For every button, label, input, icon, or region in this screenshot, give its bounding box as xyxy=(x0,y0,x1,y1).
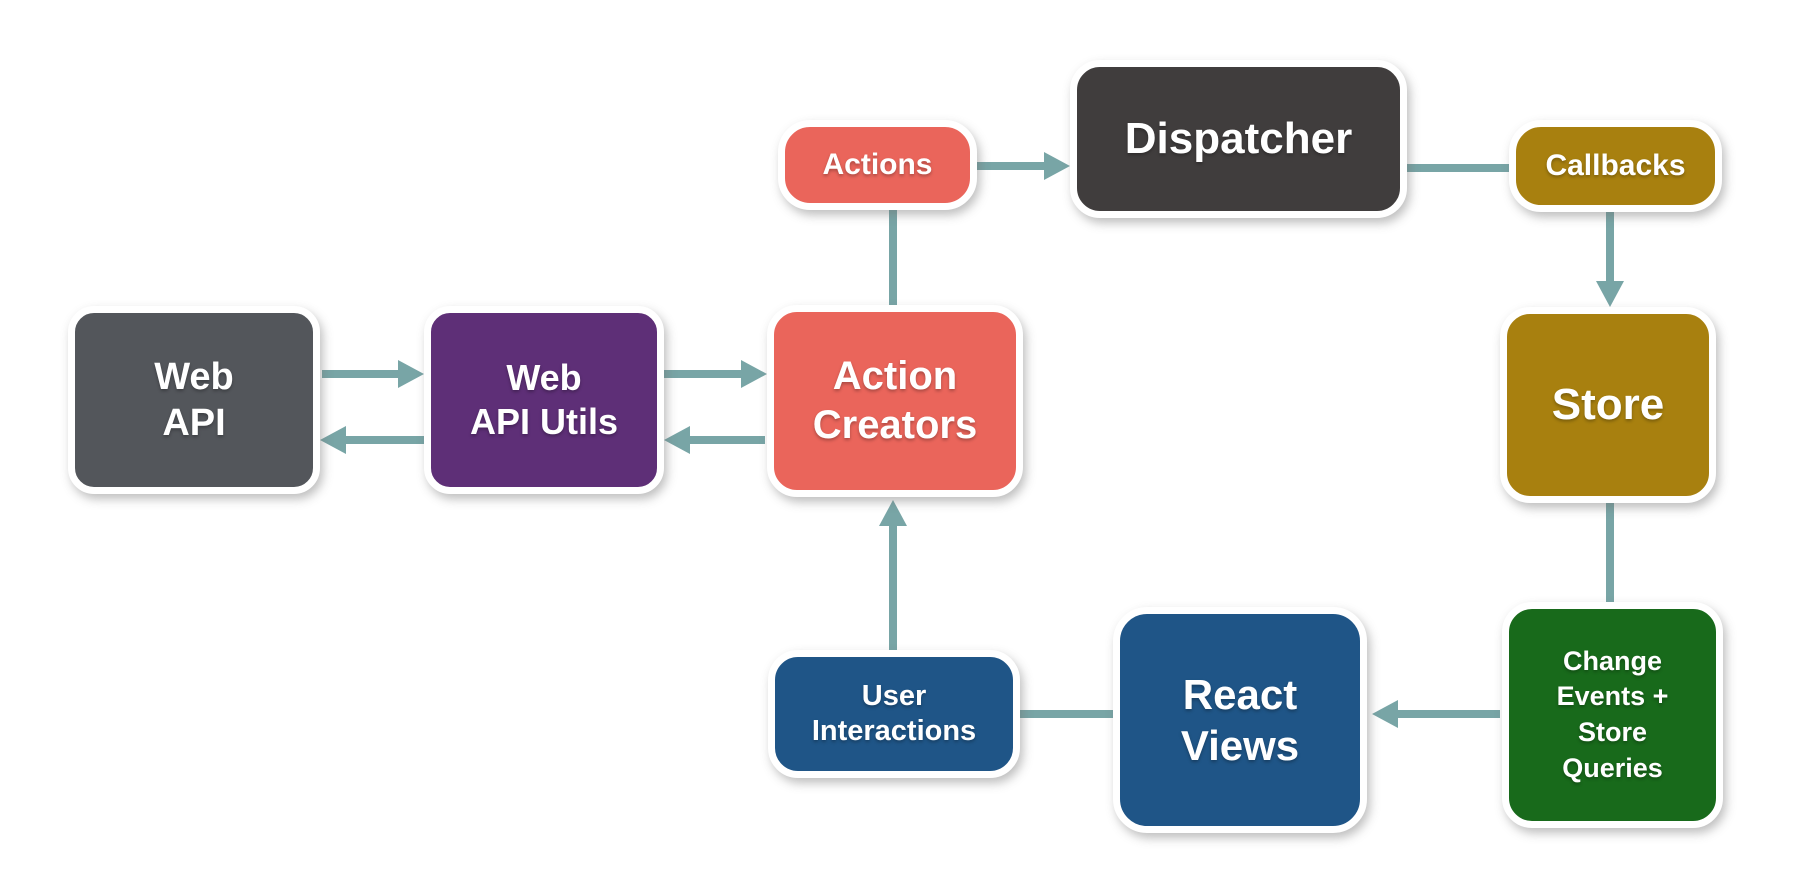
edge-user-interactions-to-action-creators xyxy=(879,500,907,652)
edge-actions-to-dispatcher xyxy=(975,152,1070,180)
node-react-views-label: React Views xyxy=(1180,670,1300,769)
node-actions: Actions xyxy=(778,120,977,210)
node-change-events-label: Change Events + Store Queries xyxy=(1556,645,1669,783)
node-web-api-label: Web API xyxy=(154,355,234,444)
arrowhead-action-creators-to-web-api-utils xyxy=(664,426,690,454)
node-action-creators: Action Creators xyxy=(767,305,1023,497)
arrowhead-web-api-utils-to-web-api xyxy=(320,426,346,454)
arrowhead-callbacks-to-store xyxy=(1596,281,1624,307)
node-user-interactions: User Interactions xyxy=(768,650,1020,778)
edge-action-creators-to-web-api-utils xyxy=(664,426,765,454)
node-actions-label: Actions xyxy=(822,147,933,181)
node-web-api: Web API xyxy=(68,306,320,494)
arrowhead-actions-to-dispatcher xyxy=(1044,152,1070,180)
node-store-label: Store xyxy=(1551,380,1665,430)
arrowhead-web-api-to-web-api-utils xyxy=(398,360,424,388)
edge-web-api-utils-to-action-creators xyxy=(662,360,767,388)
edge-callbacks-to-store xyxy=(1596,210,1624,307)
node-user-interactions-label: User Interactions xyxy=(811,679,977,747)
node-callbacks: Callbacks xyxy=(1509,120,1722,212)
arrowhead-user-interactions-to-action-creators xyxy=(879,500,907,526)
node-web-api-utils: Web API Utils xyxy=(424,306,664,494)
node-change-events: Change Events + Store Queries xyxy=(1502,602,1723,828)
node-web-api-utils-label: Web API Utils xyxy=(469,357,619,442)
node-store: Store xyxy=(1500,307,1716,503)
edge-web-api-to-web-api-utils xyxy=(322,360,424,388)
node-action-creators-label: Action Creators xyxy=(812,354,978,447)
node-react-views: React Views xyxy=(1113,607,1367,833)
arrowhead-web-api-utils-to-action-creators xyxy=(741,360,767,388)
arrowhead-change-events-to-react-views xyxy=(1372,700,1398,728)
node-callbacks-label: Callbacks xyxy=(1545,148,1686,182)
node-dispatcher-label: Dispatcher xyxy=(1124,114,1353,164)
node-dispatcher: Dispatcher xyxy=(1070,60,1407,218)
edge-change-events-to-react-views xyxy=(1372,700,1500,728)
